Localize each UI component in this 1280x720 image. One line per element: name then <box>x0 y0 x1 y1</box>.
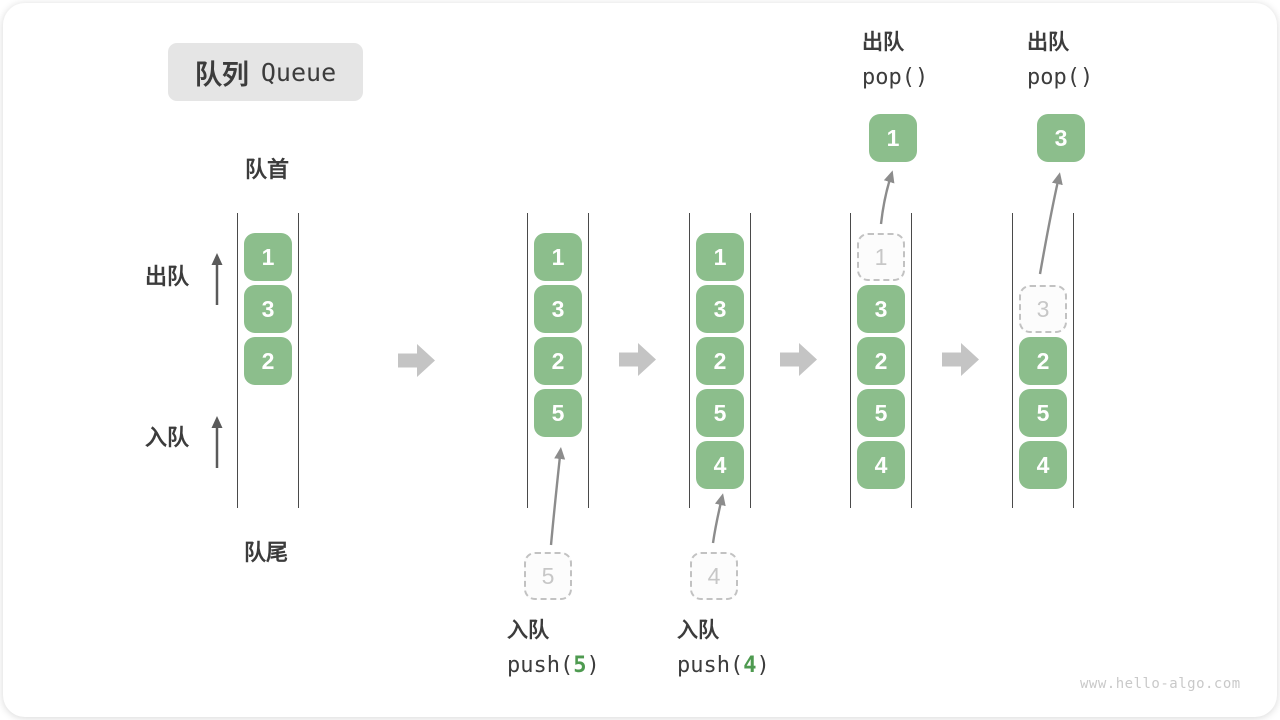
queue-item: 1 <box>696 233 744 281</box>
enqueue-op-caption: 入队 push(5) <box>507 619 600 678</box>
queue-item: 5 <box>857 389 905 437</box>
enqueue-side-label: 入队 <box>145 425 190 450</box>
queue-column <box>850 213 912 508</box>
title-zh-label: 队列 <box>194 59 249 90</box>
queue-item: 2 <box>696 337 744 385</box>
popped-item: 1 <box>869 114 917 162</box>
queue-item: 3 <box>857 285 905 333</box>
dequeue-op-caption: 出队 pop() <box>1027 31 1093 90</box>
incoming-item: 4 <box>690 552 738 600</box>
queue-front-label: 队首 <box>244 157 289 182</box>
queue-item: 1 <box>534 233 582 281</box>
enqueue-op-label: 入队 <box>507 619 549 642</box>
queue-item: 2 <box>534 337 582 385</box>
queue-item: 2 <box>244 337 292 385</box>
queue-item: 3 <box>244 285 292 333</box>
ghost-item: 3 <box>1019 285 1067 333</box>
popped-item: 3 <box>1037 114 1085 162</box>
dequeue-op-label: 出队 <box>862 31 904 54</box>
queue-column <box>689 213 751 508</box>
dequeue-op-caption: 出队 pop() <box>862 31 928 90</box>
queue-column <box>237 213 299 508</box>
dequeue-side-label: 出队 <box>145 264 190 289</box>
queue-item: 3 <box>696 285 744 333</box>
dequeue-op-code: pop() <box>1027 65 1094 90</box>
queue-item: 5 <box>1019 389 1067 437</box>
incoming-item: 5 <box>524 552 572 600</box>
enqueue-op-arg: 4 <box>743 653 757 678</box>
title-en-label: Queue <box>260 57 337 87</box>
watermark: www.hello-algo.com <box>1080 676 1241 692</box>
dequeue-op-code: pop() <box>862 65 929 90</box>
enqueue-op-label: 入队 <box>677 619 719 642</box>
diagram-card <box>3 3 1277 717</box>
enqueue-op-code: push(5) <box>507 653 600 678</box>
enqueue-op-caption: 入队 push(4) <box>677 619 770 678</box>
queue-item: 2 <box>857 337 905 385</box>
queue-item: 4 <box>696 441 744 489</box>
queue-column <box>1012 213 1074 508</box>
queue-item: 5 <box>534 389 582 437</box>
enqueue-op-arg: 5 <box>573 653 587 678</box>
queue-column <box>527 213 589 508</box>
title-badge: 队列 Queue <box>168 43 363 101</box>
queue-item: 4 <box>857 441 905 489</box>
queue-item: 3 <box>534 285 582 333</box>
queue-item: 4 <box>1019 441 1067 489</box>
queue-item: 5 <box>696 389 744 437</box>
ghost-item: 1 <box>857 233 905 281</box>
queue-rear-label: 队尾 <box>243 540 288 565</box>
queue-item: 2 <box>1019 337 1067 385</box>
dequeue-op-label: 出队 <box>1027 31 1069 54</box>
enqueue-op-code: push(4) <box>677 653 770 678</box>
queue-item: 1 <box>244 233 292 281</box>
